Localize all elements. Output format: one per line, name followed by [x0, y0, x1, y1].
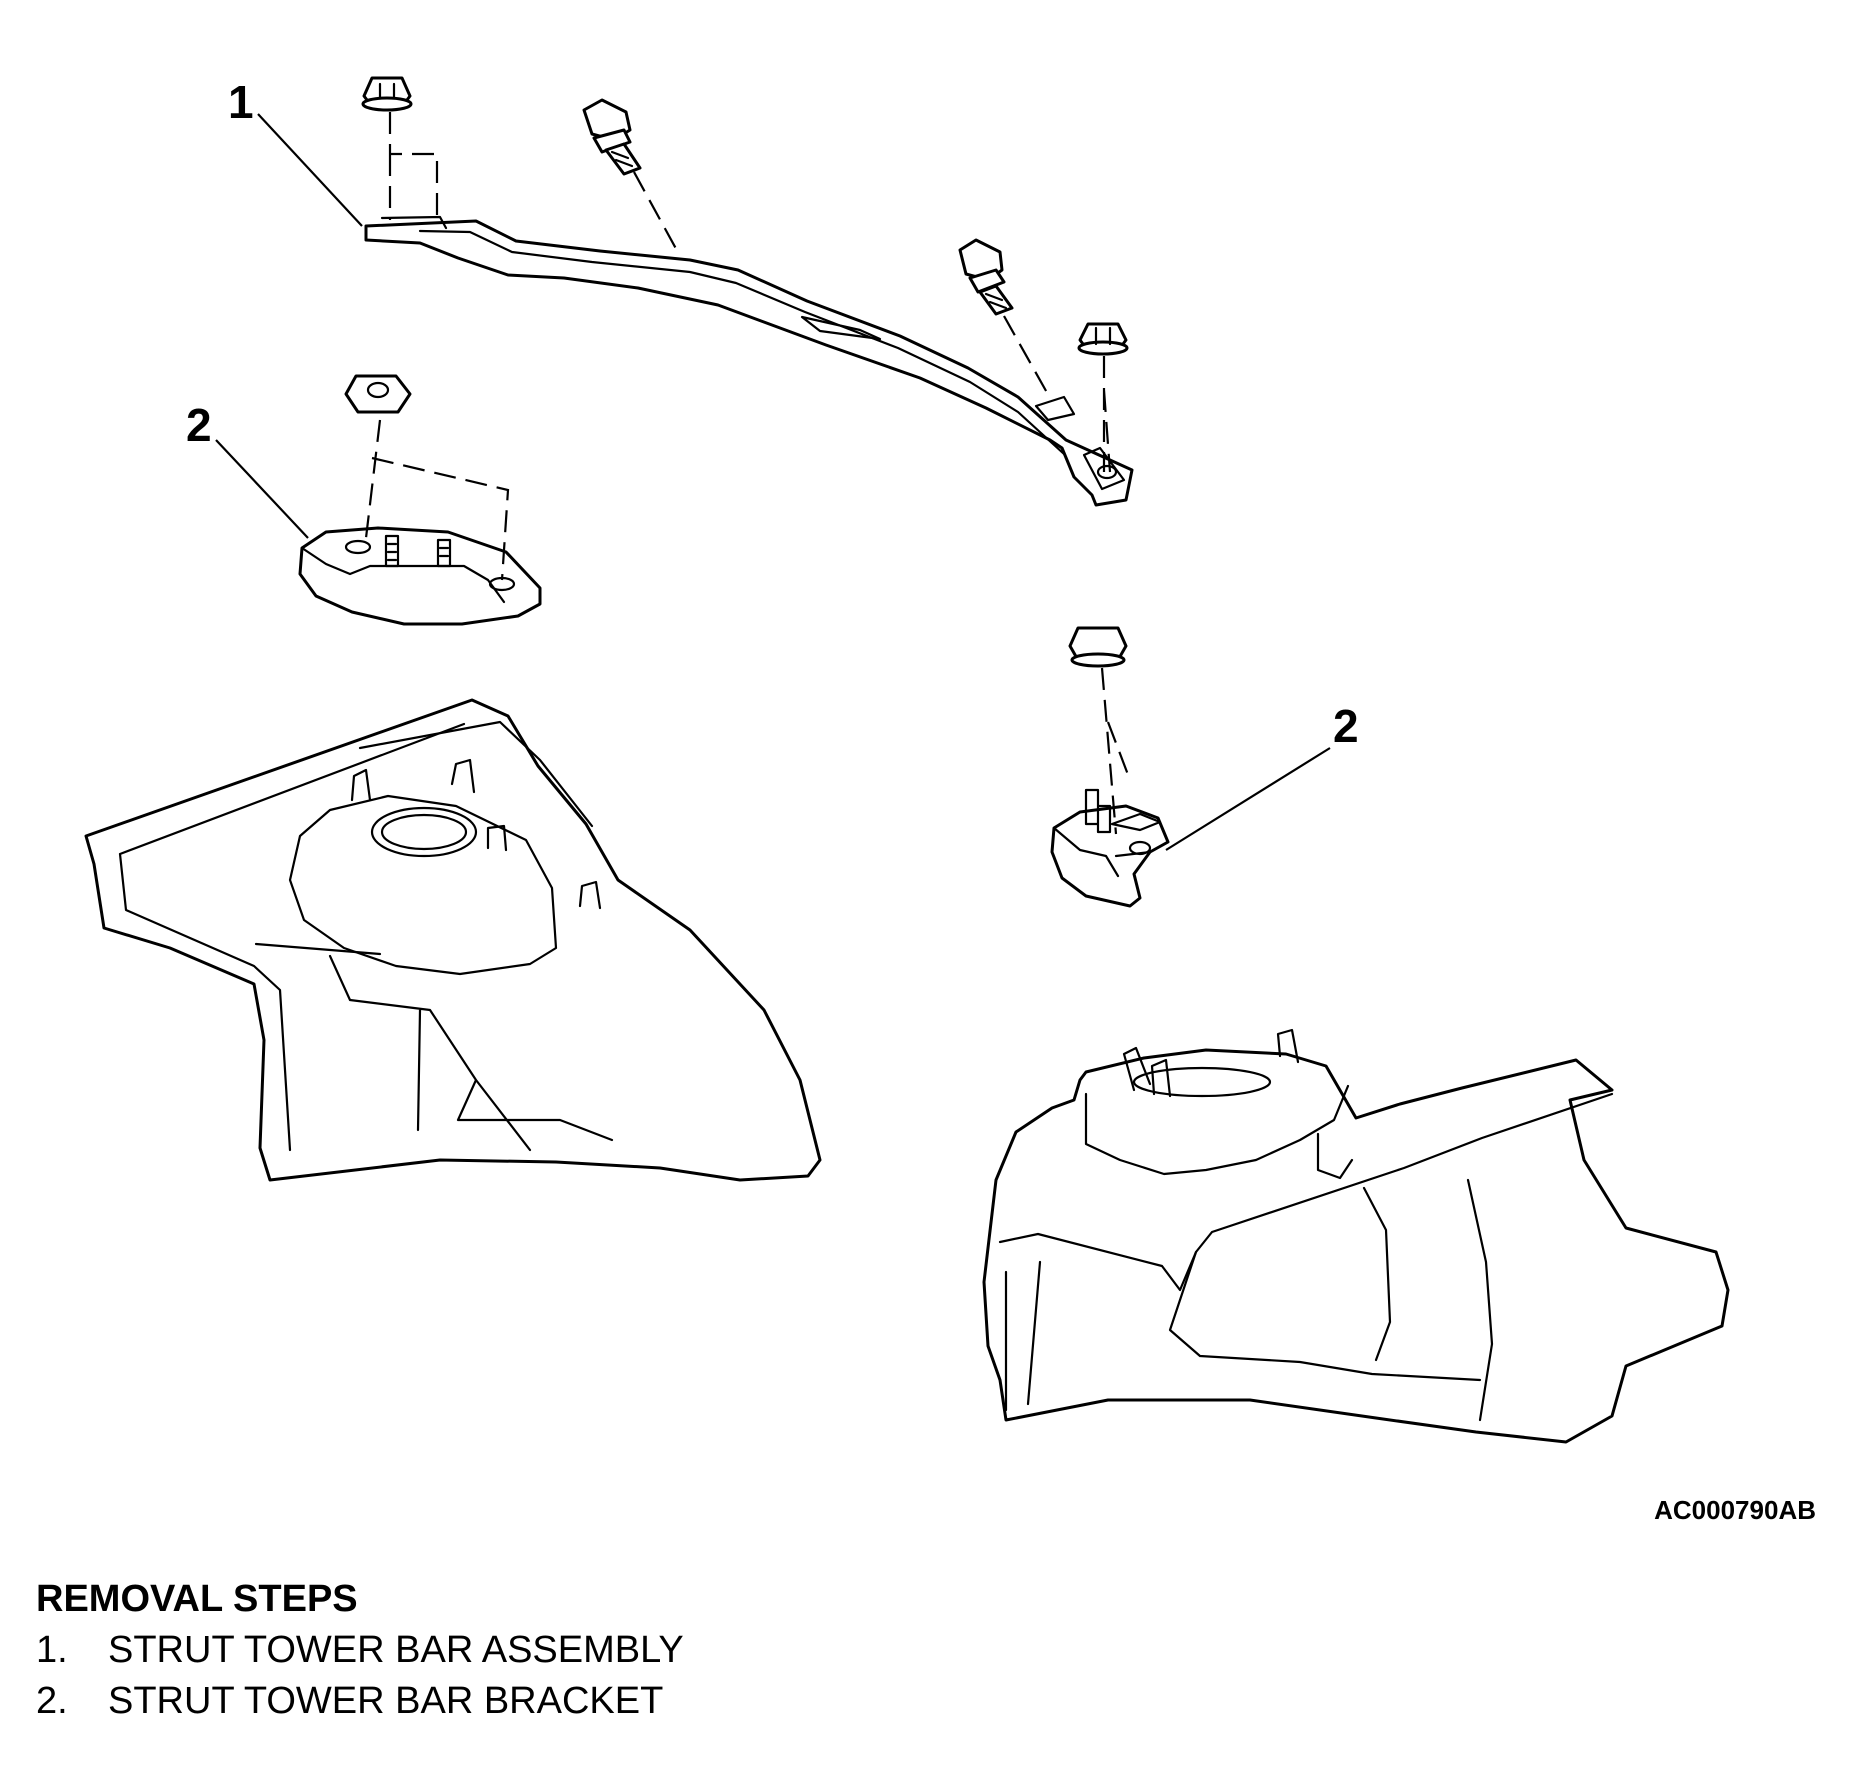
removal-steps-title: REMOVAL STEPS — [36, 1578, 358, 1620]
leader-callout-2-right — [1165, 747, 1331, 851]
bracket-right — [1050, 788, 1170, 908]
install-line-bracket-right — [1100, 667, 1132, 835]
leader-callout-1 — [257, 113, 363, 227]
install-line-bar-middle — [1003, 315, 1051, 399]
removal-step: 1. STRUT TOWER BAR ASSEMBLY — [36, 1625, 684, 1676]
nut-bracket-left — [344, 374, 412, 414]
bolt-bar-upper — [582, 98, 642, 176]
strut-tower-bar — [364, 215, 1134, 507]
install-line-bar-upper — [633, 171, 681, 257]
bolt-bar-left — [361, 76, 413, 112]
install-line-bar-left — [388, 112, 439, 222]
strut-tower-right — [982, 1028, 1730, 1444]
removal-step-number: 2. — [36, 1680, 68, 1722]
callout-2-right: 2 — [1333, 700, 1359, 752]
removal-steps: REMOVAL STEPS 1. STRUT TOWER BAR ASSEMBLY… — [36, 1578, 684, 1727]
strut-tower-left — [84, 698, 822, 1182]
removal-step-text: STRUT TOWER BAR ASSEMBLY — [108, 1629, 684, 1671]
removal-step: 2. STRUT TOWER BAR BRACKET — [36, 1676, 684, 1727]
nut-bar-right — [1077, 322, 1129, 356]
install-line-bar-right — [1102, 356, 1112, 473]
bracket-left — [298, 526, 542, 626]
figure-code: AC000790AB — [1654, 1495, 1816, 1525]
callout-2-left: 2 — [186, 399, 212, 451]
callout-1: 1 — [228, 76, 254, 128]
removal-step-text: STRUT TOWER BAR BRACKET — [108, 1680, 664, 1722]
install-line-bracket-left — [364, 419, 510, 581]
bolt-bar-middle — [958, 238, 1014, 316]
removal-step-number: 1. — [36, 1629, 68, 1671]
leader-callout-2-left — [215, 439, 309, 539]
bolt-bracket-right — [1068, 626, 1128, 668]
